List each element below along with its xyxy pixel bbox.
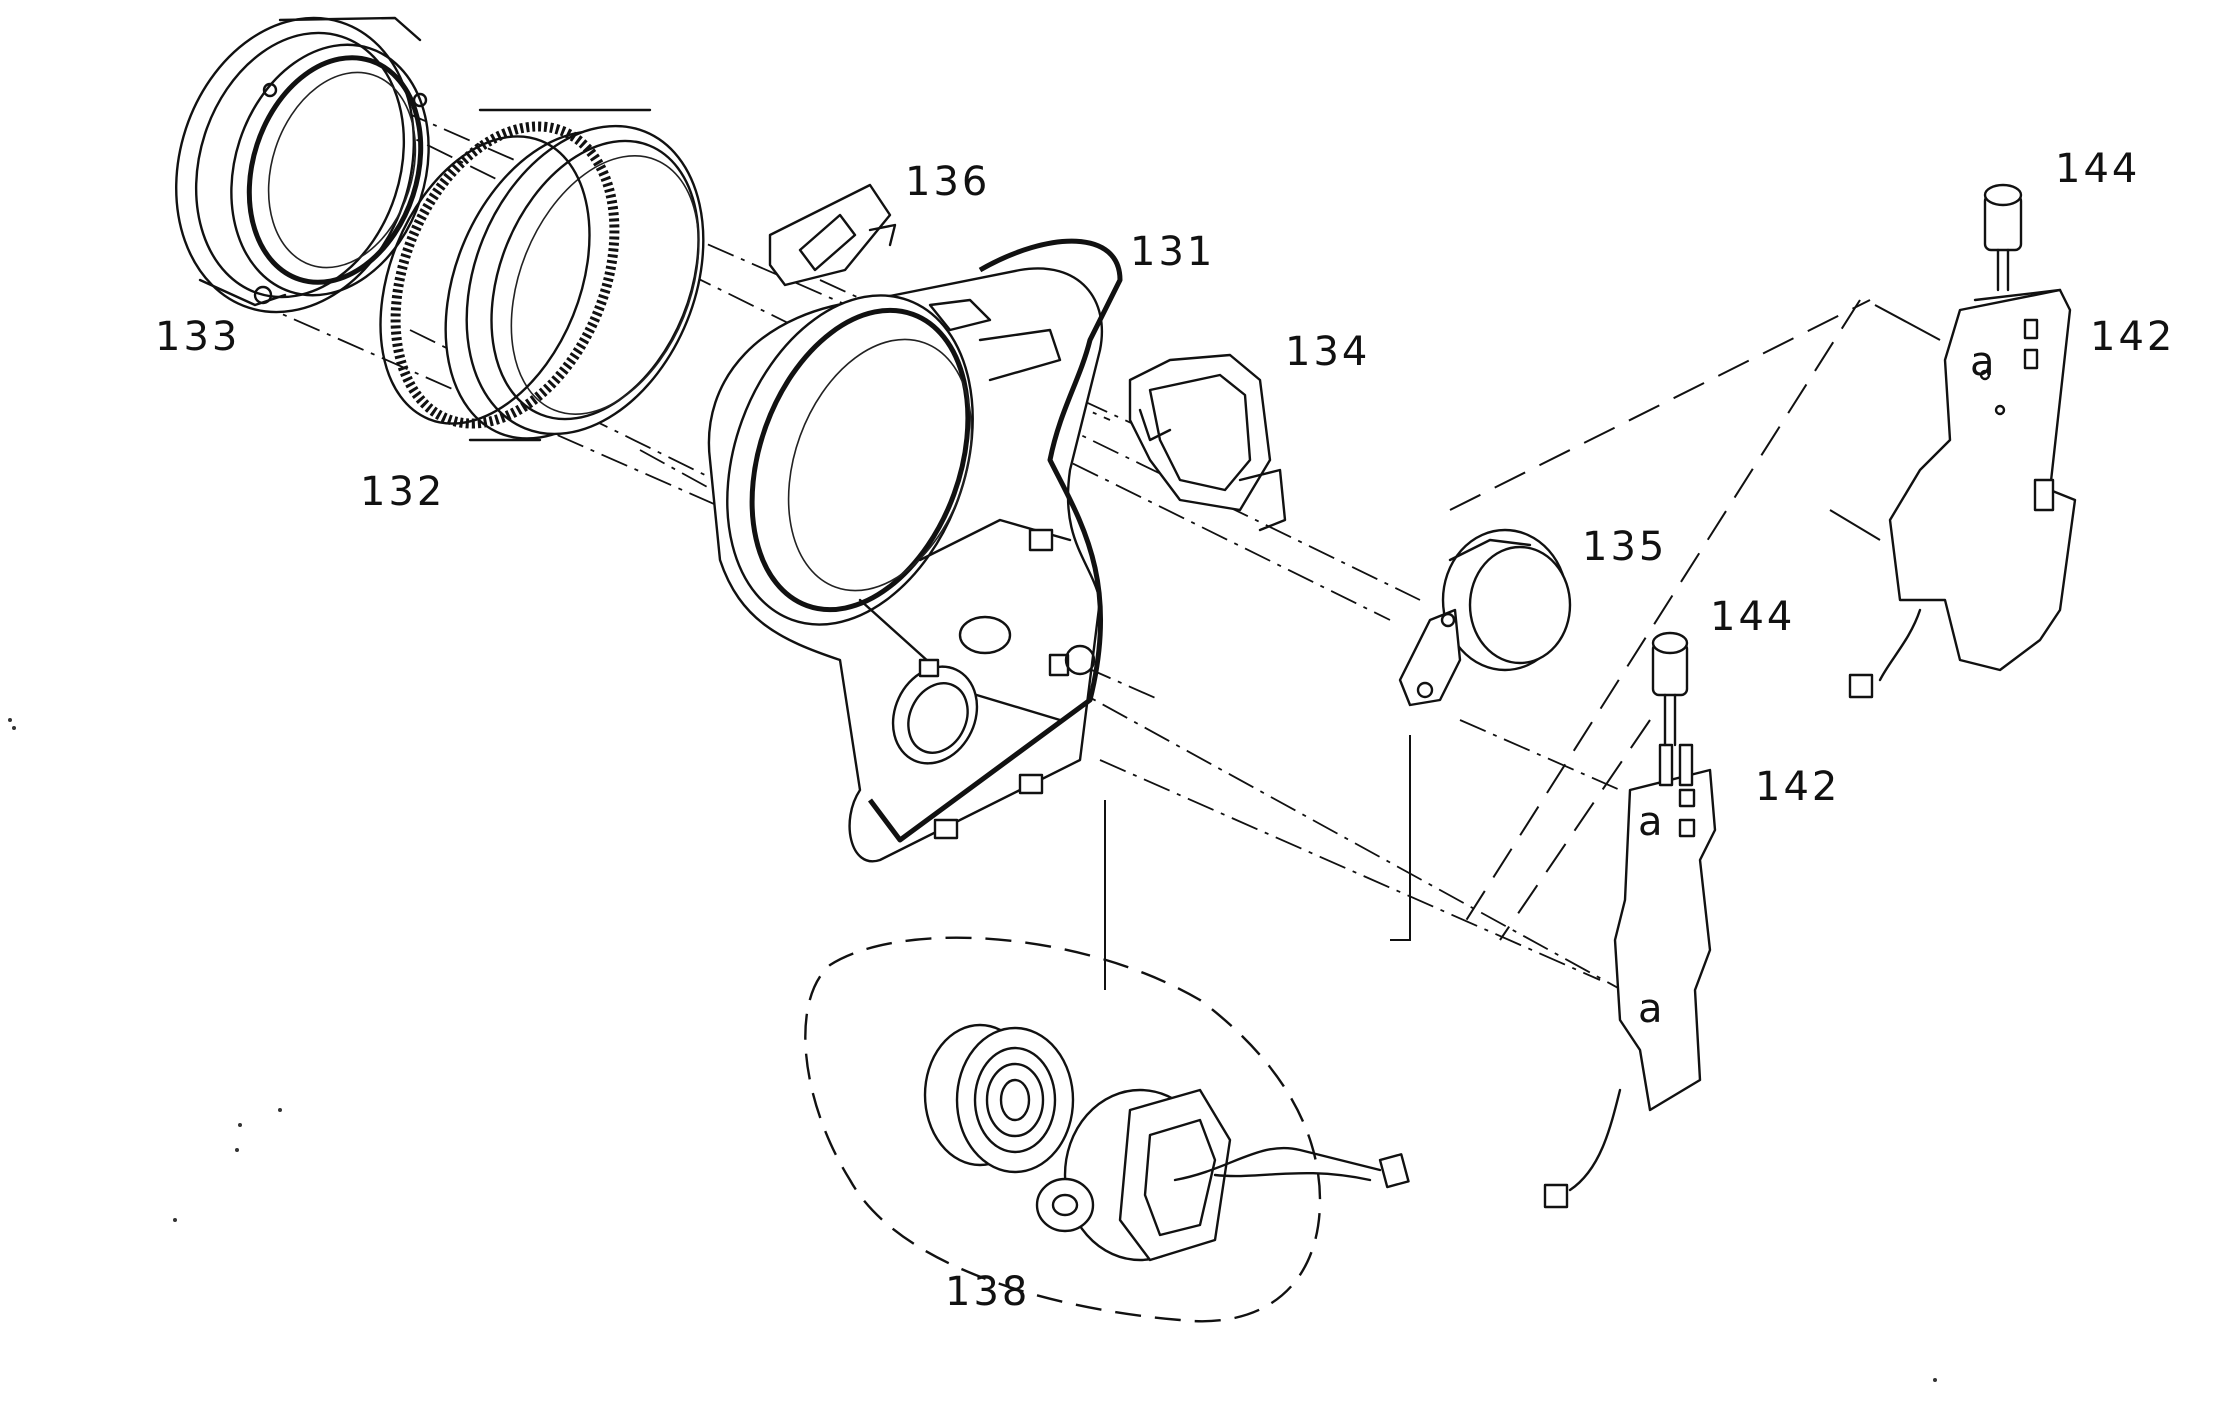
part-133-front-ring xyxy=(175,16,430,314)
callout-132: 132 xyxy=(360,469,445,515)
part-142-pcb-upper: a xyxy=(1848,288,2077,699)
callout-138: 138 xyxy=(945,1269,1030,1315)
scan-specks xyxy=(8,718,1937,1382)
callout-131: 131 xyxy=(1130,229,1215,275)
callout-142-lower: 142 xyxy=(1755,764,1840,810)
pcb-lower-mark-top: a xyxy=(1638,799,1666,845)
part-131-main-housing xyxy=(707,238,1123,863)
part-138-motor-group xyxy=(804,936,1410,1323)
callout-133: 133 xyxy=(155,314,240,360)
callout-136: 136 xyxy=(905,159,990,205)
part-132-gear-ring xyxy=(379,108,705,442)
part-134-frame xyxy=(1128,353,1287,532)
part-144-capacitor-upper xyxy=(1983,183,2023,292)
callout-142-upper: 142 xyxy=(2090,314,2175,360)
callout-144-lower: 144 xyxy=(1710,594,1795,640)
callout-144-upper: 144 xyxy=(2055,146,2140,192)
part-136-bracket xyxy=(768,183,897,287)
part-144-capacitor-lower xyxy=(1651,631,1689,747)
callout-135: 135 xyxy=(1582,524,1667,570)
part-142-pcb-lower: a a xyxy=(1543,743,1717,1209)
callout-134: 134 xyxy=(1285,329,1370,375)
callout-labels: 131 132 133 134 135 136 138 142 142 144 … xyxy=(155,146,2175,1315)
pcb-upper-mark: a xyxy=(1970,339,1998,385)
part-135-button xyxy=(1398,528,1572,707)
pcb-lower-mark-bottom: a xyxy=(1638,986,1666,1032)
